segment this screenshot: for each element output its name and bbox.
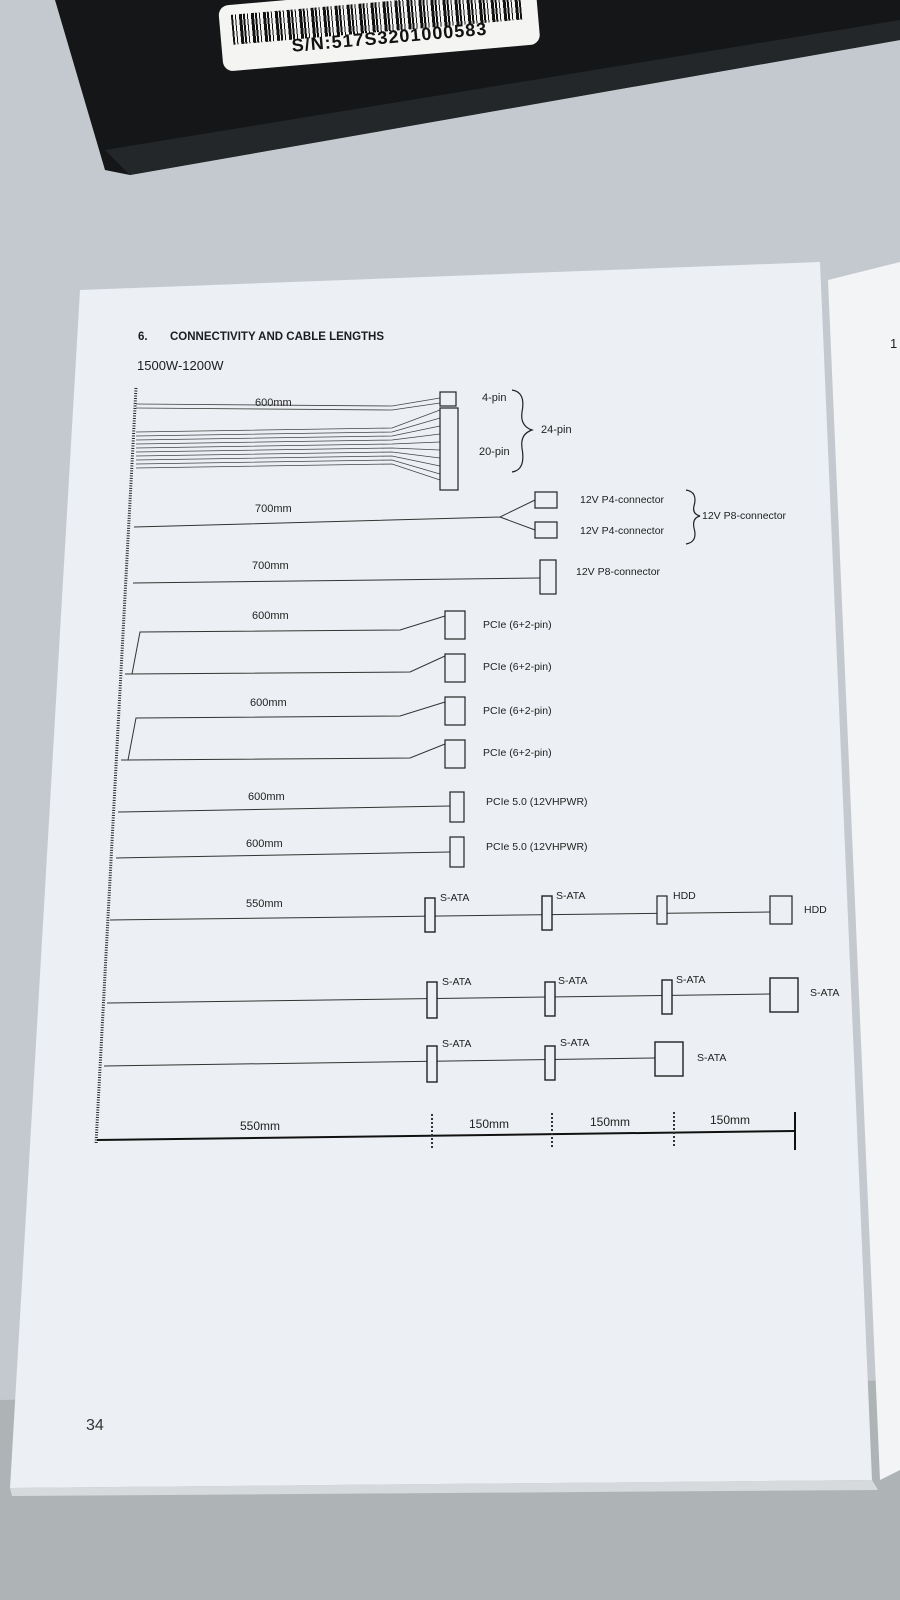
psu-edge [94, 387, 138, 1145]
connector-label: PCIe (6+2-pin) [483, 705, 552, 717]
cable-length: 600mm [246, 838, 283, 850]
model-range: 1500W-1200W [137, 358, 224, 373]
connector-sata-end [654, 1041, 684, 1077]
connector-4pin [439, 391, 457, 407]
connector-20pin [439, 407, 459, 491]
connector-sata [426, 981, 438, 1019]
cable-pcie-pair [124, 615, 446, 675]
product-box-edge [105, 20, 900, 175]
connector-pcie [444, 653, 466, 683]
scale-label: 150mm [710, 1113, 750, 1127]
cable-length: 600mm [252, 610, 289, 622]
bracket-p8 [685, 489, 701, 545]
cable-length: 600mm [248, 791, 285, 803]
group-label: 24-pin [541, 424, 572, 436]
connector-label: PCIe (6+2-pin) [483, 619, 552, 631]
group-label: 12V P8-connector [702, 510, 787, 522]
connector-pcie [444, 696, 466, 726]
connector-label: S-ATA [442, 976, 471, 988]
connector-label: PCIe (6+2-pin) [483, 661, 552, 673]
connector-label: S-ATA [556, 890, 585, 902]
scale-label: 550mm [240, 1119, 280, 1133]
connector-label: S-ATA [558, 975, 587, 987]
cable-length: 700mm [252, 560, 289, 572]
connector-label: HDD [673, 890, 696, 902]
connector-label: S-ATA [560, 1037, 589, 1049]
connector-label: PCIe (6+2-pin) [483, 747, 552, 759]
connector-12vhpwr [449, 836, 465, 868]
facing-page [828, 262, 900, 1480]
connector-p4 [534, 521, 558, 539]
connector-sata [544, 981, 556, 1017]
connector-label: 4-pin [482, 392, 506, 404]
connector-sata [541, 895, 553, 931]
page-bottom-edge [10, 1480, 878, 1496]
cable-pcie-pair [120, 701, 446, 761]
page-number: 34 [86, 1417, 104, 1434]
cable-12vhpwr [115, 851, 451, 859]
facing-page-fragment: 1 [890, 336, 897, 351]
cable-length: 600mm [255, 397, 292, 409]
connector-sata-end [769, 977, 799, 1013]
connector-label: S-ATA [442, 1038, 471, 1050]
cable-length: 700mm [255, 503, 292, 515]
cable-eps-split [133, 499, 536, 531]
scale-label: 150mm [469, 1117, 509, 1131]
connector-label: S-ATA [810, 987, 839, 999]
cable-12vhpwr [117, 805, 451, 813]
connector-sata [424, 897, 436, 933]
section-title: CONNECTIVITY AND CABLE LENGTHS [170, 331, 384, 343]
connector-sata [661, 979, 673, 1015]
connector-label: 20-pin [479, 446, 510, 458]
cable-atx-24pin [135, 397, 441, 481]
bracket-24pin [511, 389, 534, 473]
connector-pcie [444, 610, 466, 640]
connector-molex [656, 895, 668, 925]
section-number: 6. [138, 331, 148, 343]
connector-pcie [444, 739, 466, 769]
connector-label: 12V P4-connector [580, 494, 665, 506]
scale-bar [96, 1130, 796, 1141]
connector-sata [426, 1045, 438, 1083]
connector-label: 12V P4-connector [580, 525, 665, 537]
connector-p4 [534, 491, 558, 509]
connector-p8 [539, 559, 557, 595]
cable-eps8 [132, 577, 541, 584]
manual-page [10, 262, 872, 1488]
connector-label: 12V P8-connector [576, 566, 661, 578]
connector-label: S-ATA [697, 1052, 726, 1064]
connector-sata [544, 1045, 556, 1081]
scale-label: 150mm [590, 1115, 630, 1129]
connector-12vhpwr [449, 791, 465, 823]
connector-label: S-ATA [440, 892, 469, 904]
connector-molex [769, 895, 793, 925]
connector-label: HDD [804, 904, 827, 916]
cable-sata [106, 993, 771, 1004]
connector-label: PCIe 5.0 (12VHPWR) [486, 841, 588, 853]
cable-sata [103, 1057, 656, 1067]
connector-label: S-ATA [676, 974, 705, 986]
cable-length: 600mm [250, 697, 287, 709]
cable-length: 550mm [246, 898, 283, 910]
connector-label: PCIe 5.0 (12VHPWR) [486, 796, 588, 808]
